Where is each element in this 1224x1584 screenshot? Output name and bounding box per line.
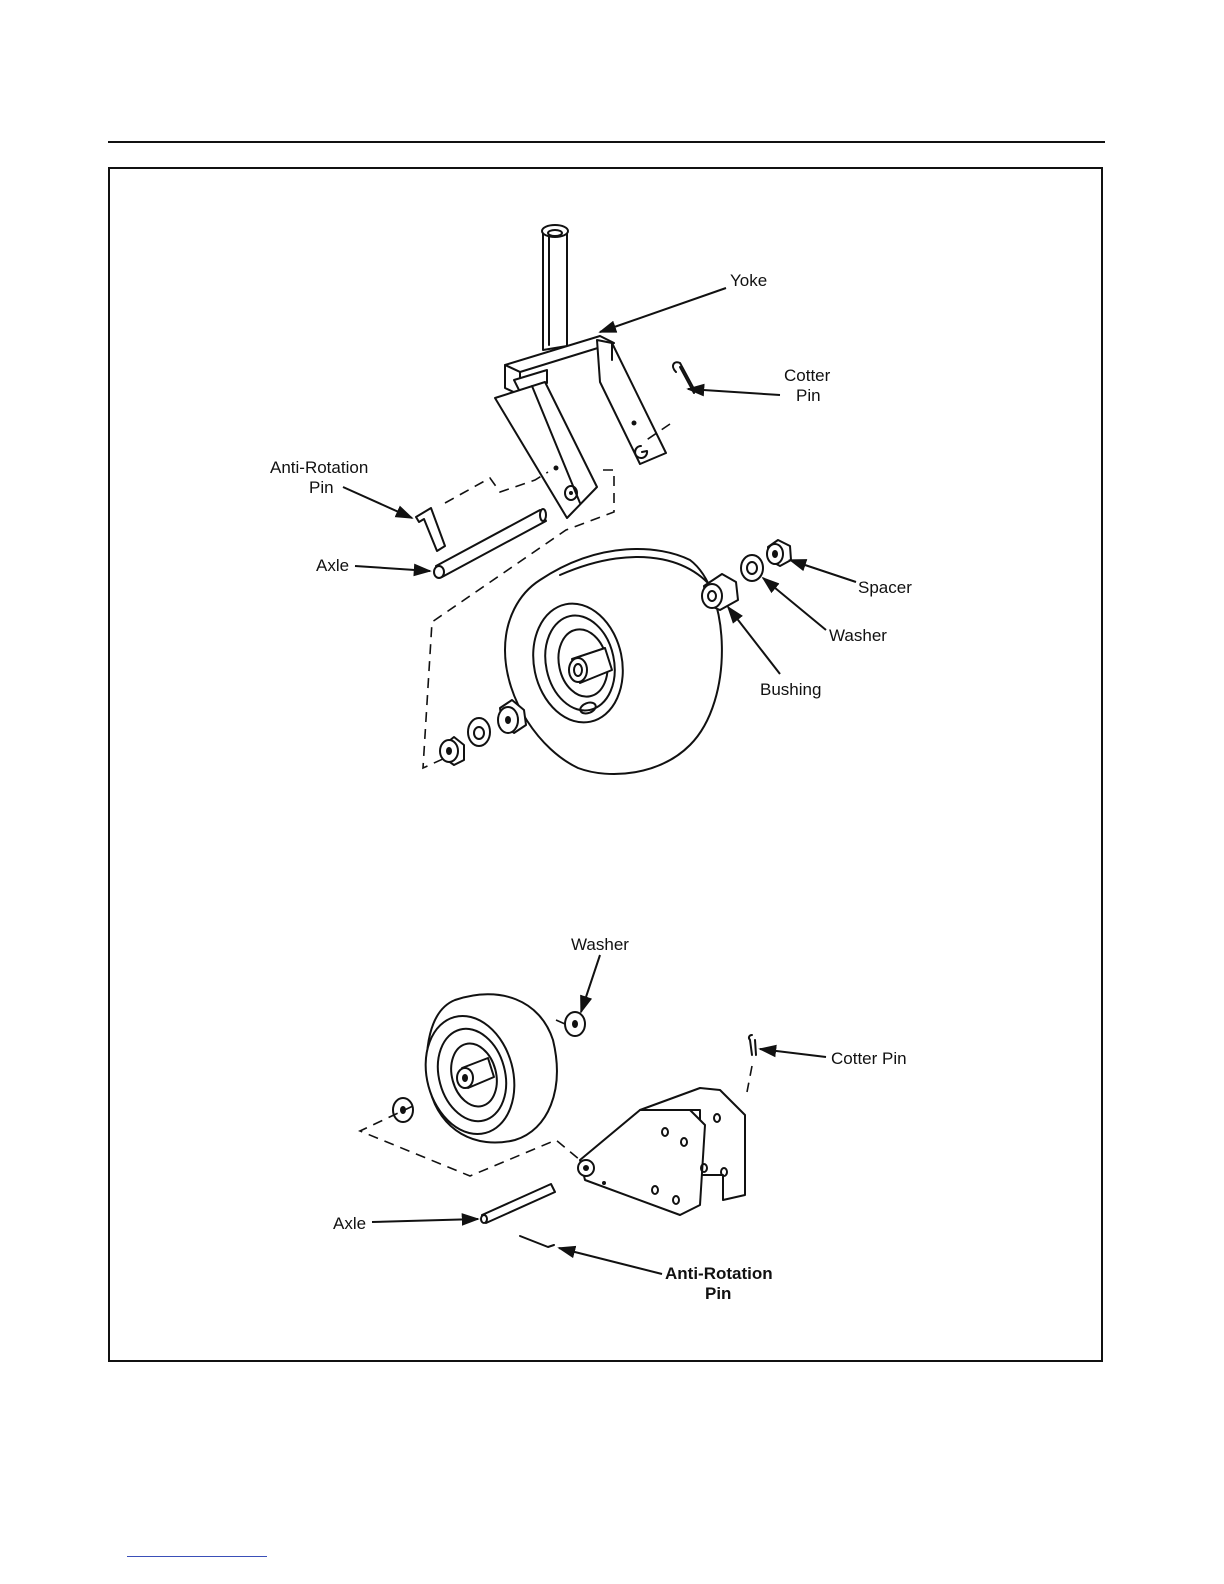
axle-leader-bottom — [372, 1219, 478, 1222]
label-cotter-pin-top-1: Cotter — [784, 366, 831, 385]
label-yoke: Yoke — [730, 271, 767, 290]
anti-rotation-leader-bottom — [559, 1248, 662, 1274]
wheel-top — [505, 549, 722, 774]
label-bushing: Bushing — [760, 680, 821, 699]
left-hardware-top — [440, 700, 526, 765]
cotter-pin-leader-bottom — [760, 1049, 826, 1057]
yoke-leader — [600, 288, 726, 332]
spacer-leader — [790, 560, 856, 582]
bushing-leader — [728, 607, 780, 674]
washer-leader-top — [763, 578, 826, 630]
axle-top — [434, 509, 546, 578]
spacer-top — [767, 540, 791, 566]
yoke — [495, 336, 666, 518]
washer-bottom-right — [565, 1012, 585, 1036]
label-cotter-pin-bottom: Cotter Pin — [831, 1049, 907, 1068]
label-axle-top: Axle — [316, 556, 349, 575]
label-axle-bottom: Axle — [333, 1214, 366, 1233]
wheel-bottom — [413, 994, 557, 1144]
cotter-pin-bottom — [749, 1035, 756, 1055]
washer-top — [741, 555, 763, 581]
washer-bottom-left — [393, 1098, 413, 1122]
axle-leader-top — [355, 566, 430, 571]
top-caster-assembly: Yoke Cotter Pin Anti-Rotation Pin Axle S… — [270, 225, 912, 774]
anti-rotation-leader-top — [343, 487, 412, 518]
axle-bottom — [481, 1184, 555, 1223]
label-anti-rotation-bottom-2: Pin — [705, 1284, 731, 1303]
label-anti-rotation-bottom-1: Anti-Rotation — [665, 1264, 773, 1283]
label-washer-top: Washer — [829, 626, 887, 645]
washer-leader-bottom — [581, 955, 600, 1012]
bottom-caster-assembly: Washer Cotter Pin Axle Anti-Rotation Pin — [333, 935, 907, 1303]
label-spacer: Spacer — [858, 578, 912, 597]
caster-bracket — [578, 1088, 745, 1215]
bushing-top — [702, 574, 738, 610]
label-anti-rotation-top-2: Pin — [309, 478, 334, 497]
label-cotter-pin-top-2: Pin — [796, 386, 821, 405]
anti-rotation-pin-top — [416, 508, 445, 551]
cotter-pin-leader-top — [688, 389, 780, 395]
yoke-stem — [542, 225, 568, 350]
anti-rotation-pin-bottom — [520, 1236, 554, 1247]
label-washer-bottom: Washer — [571, 935, 629, 954]
label-anti-rotation-top-1: Anti-Rotation — [270, 458, 368, 477]
